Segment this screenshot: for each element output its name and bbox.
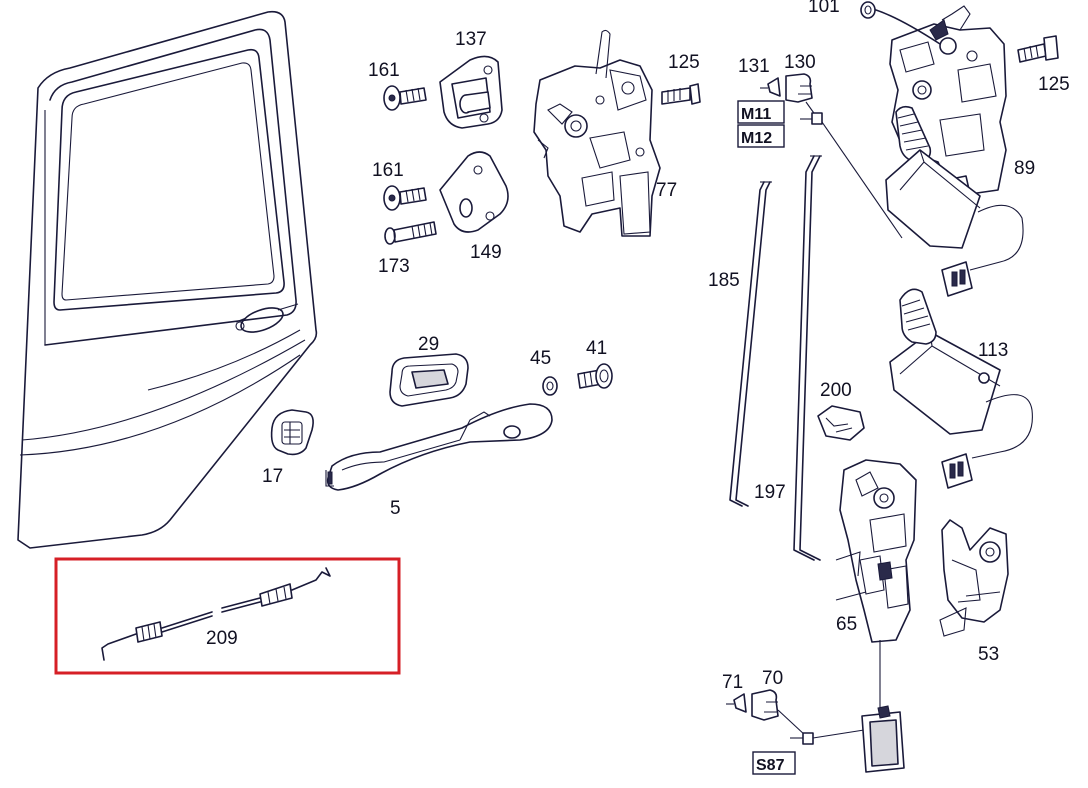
callout-173: 173	[378, 256, 410, 277]
part-53-bracket	[939, 519, 1009, 637]
part-71-plug	[726, 693, 747, 713]
callout-17: 17	[262, 466, 283, 487]
part-125-screw-left	[661, 83, 701, 105]
part-65-lower-lock	[835, 459, 917, 643]
label-m11: M11	[741, 106, 771, 123]
callout-137: 137	[455, 29, 487, 50]
door-panel	[17, 10, 318, 549]
callout-125-left: 125	[668, 52, 700, 73]
part-77-lock-mechanism	[533, 29, 661, 237]
callout-125-right: 125	[1038, 74, 1070, 95]
part-130-connector	[785, 73, 813, 103]
callout-53: 53	[978, 644, 999, 665]
part-185-rod	[729, 181, 772, 507]
callout-70: 70	[762, 668, 783, 689]
part-70-connector	[751, 689, 779, 721]
part-131-plug	[760, 77, 781, 97]
label-m12: M12	[741, 130, 772, 147]
callout-200: 200	[820, 380, 852, 401]
callout-41: 41	[586, 338, 607, 359]
callout-89: 89	[1014, 158, 1035, 179]
part-173-pin	[384, 221, 437, 245]
part-17-clip	[270, 409, 314, 456]
callout-101: 101	[808, 0, 840, 17]
callout-29: 29	[418, 334, 439, 355]
part-41-bolt	[577, 363, 613, 389]
part-161-screw-top	[383, 85, 427, 111]
part-161-screw-bottom	[383, 185, 427, 211]
highlight-frame-part-209	[54, 557, 401, 675]
callout-71: 71	[722, 672, 743, 693]
part-200-clip	[817, 405, 865, 441]
callout-113: 113	[978, 340, 1008, 361]
callout-labels: 101 125 125 137 161 161 131 130 77 89 17…	[206, 0, 1070, 693]
part-125-screw-right	[1017, 35, 1059, 63]
callout-131: 131	[738, 56, 770, 77]
part-29-gasket	[389, 353, 469, 407]
part-101-grommet	[860, 1, 941, 45]
callout-77: 77	[656, 180, 677, 201]
part-45-washer	[542, 376, 558, 396]
label-s87: S87	[756, 757, 785, 774]
callout-197: 197	[754, 482, 786, 503]
callout-5: 5	[390, 498, 401, 519]
part-113-actuator	[889, 288, 1033, 489]
switch-housing	[861, 705, 905, 773]
boxed-labels: M11 M12 S87	[737, 100, 796, 775]
wire-s87-harness	[777, 640, 881, 745]
callout-149: 149	[470, 242, 502, 263]
part-209-cable	[101, 567, 331, 661]
part-137-hinge-bracket	[439, 55, 503, 129]
callout-209: 209	[206, 628, 238, 649]
callout-161-bottom: 161	[372, 160, 404, 181]
door-handle-recess	[235, 303, 299, 333]
callout-65: 65	[836, 614, 857, 635]
part-89-lock-actuator	[885, 5, 1007, 249]
part-5-door-handle	[325, 403, 553, 491]
callout-185: 185	[708, 270, 740, 291]
callout-161-top: 161	[368, 60, 400, 81]
callout-130: 130	[784, 52, 816, 73]
part-149-hinge-bracket	[439, 151, 509, 233]
callout-45: 45	[530, 348, 551, 369]
wire-89-harness	[941, 204, 1024, 297]
part-197-rod	[793, 155, 822, 561]
wire-m11-harness	[800, 101, 903, 239]
